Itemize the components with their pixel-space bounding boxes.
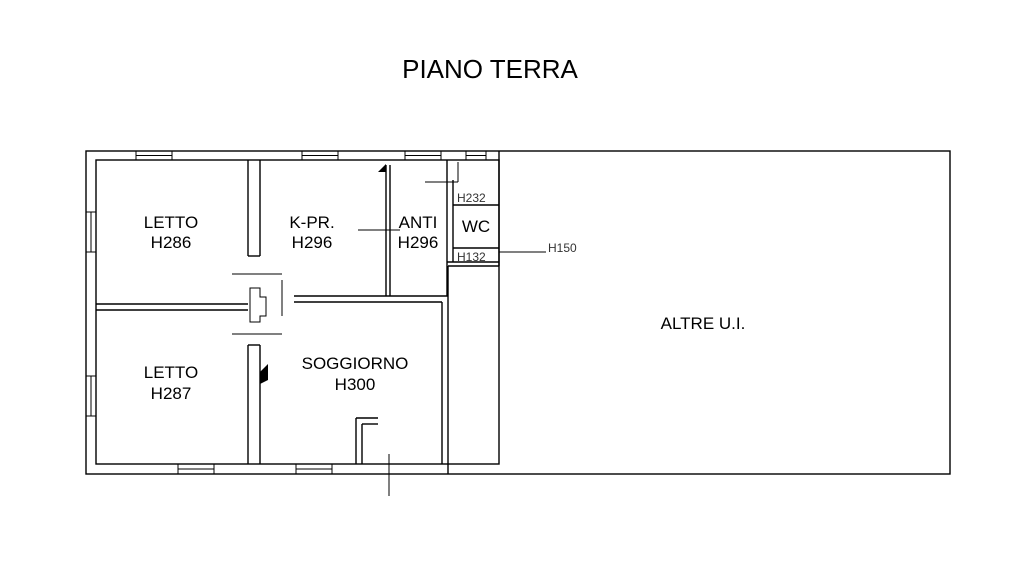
room-labels: LETTO H286 K-PR. H296 ANTI H296 WC LETTO… [144,213,746,403]
wc-height-top: H232 [457,191,486,205]
room-letto-1-height: H286 [151,233,192,252]
room-soggiorno-name: SOGGIORNO [302,354,409,373]
room-letto-2-height: H287 [151,384,192,403]
wc-height-notes: H232 H132 H150 [457,191,577,264]
room-letto-2-name: LETTO [144,363,198,382]
room-altre-ui-name: ALTRE U.I. [661,314,746,333]
room-anti-name: ANTI [399,213,438,232]
doors [232,162,459,496]
windows [85,150,487,475]
room-soggiorno-height: H300 [335,375,376,394]
room-anti-height: H296 [398,233,439,252]
corner-markers [260,164,386,384]
chimney-symbol [249,287,267,323]
plan-title: PIANO TERRA [402,54,578,84]
interior-walls [96,160,499,464]
altre-ui-boundary [447,265,499,474]
wc-height-bottom: H132 [457,250,486,264]
outer-walls [85,150,951,475]
room-wc-name: WC [462,217,490,236]
room-kpr-name: K-PR. [289,213,334,232]
room-letto-1-name: LETTO [144,213,198,232]
room-kpr-height: H296 [292,233,333,252]
wc-height-callout: H150 [548,241,577,255]
